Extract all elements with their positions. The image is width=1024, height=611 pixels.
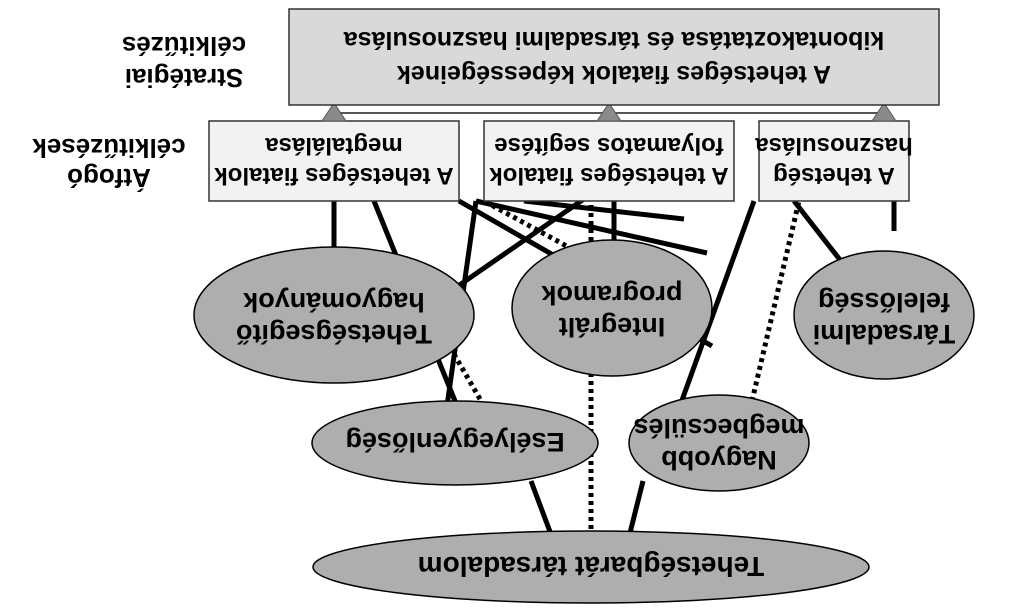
program-label: felelősség	[818, 287, 950, 317]
solid-connector	[792, 199, 846, 267]
dotted-connector	[749, 200, 802, 402]
cross-goal-hasznosulas: A tehetség hasznosulása	[755, 120, 913, 202]
side-label-cross: Átfogó célkitűzések	[32, 133, 186, 193]
middle-goal-eselyegyenloseg: Esélyegyenlőség	[311, 400, 599, 486]
cross-goal-label: megtalálása	[265, 132, 403, 159]
cross-goal-label: A tehetséges fiatalok	[214, 162, 454, 189]
cross-goal-label: A tehetséges fiatalok	[489, 162, 729, 189]
rotated-diagram: Tehetségbarát társadalom Nagyobb megbecs…	[32, 8, 975, 604]
side-label-strategic: Stratégiai célkitűzés	[122, 31, 246, 93]
arrow-triangle	[321, 102, 347, 122]
cross-goal-box	[483, 120, 735, 202]
program-tehetsegsegito: Tehetségsegítő hagyományok	[193, 246, 475, 384]
middle-goal-ellipse	[628, 394, 810, 492]
side-label-cross-line2: célkitűzések	[32, 133, 186, 163]
cross-goal-box	[208, 120, 460, 202]
top-goal-label: Tehetségbarát társadalom	[418, 551, 765, 582]
cross-goal-label: folyamatos segítése	[494, 132, 723, 159]
cross-goal-box	[758, 120, 910, 202]
cross-goal-label: hasznosulása	[755, 132, 913, 159]
middle-goal-nagyobb: Nagyobb megbecsülés	[628, 394, 810, 492]
program-integralt: Integrált programok	[511, 239, 713, 377]
program-label: programok	[541, 280, 683, 310]
solid-connector	[475, 198, 708, 256]
strategic-goal-label: A tehetséges fiatalok képességeinek	[397, 60, 831, 88]
solid-connector	[678, 200, 757, 404]
program-label: Integrált	[559, 312, 666, 342]
middle-goal-label: Nagyobb	[661, 445, 777, 475]
middle-goal-label: megbecsülés	[633, 413, 804, 443]
top-goal: Tehetségbarát társadalom	[312, 530, 870, 604]
strategic-goal-label: kibontakoztatása és társadalmi hasznosul…	[343, 26, 885, 54]
strategic-goal-box	[288, 8, 940, 106]
program-ellipse	[793, 250, 975, 380]
cross-goal-label: A tehetség	[773, 162, 895, 189]
program-label: Társadalmi	[813, 319, 956, 349]
side-label-strategic-line2: célkitűzés	[122, 31, 246, 61]
program-tarsadalmi: Társadalmi felelősség	[793, 250, 975, 380]
cross-goal-megtalalas: A tehetséges fiatalok megtalálása	[208, 120, 460, 202]
side-label-cross-line1: Átfogó	[67, 163, 151, 193]
side-label-strategic-line1: Stratégiai	[125, 63, 244, 93]
middle-goal-ellipse	[311, 400, 599, 486]
strategic-goal: A tehetséges fiatalok képességeinek kibo…	[288, 8, 940, 106]
arrow-triangle	[596, 102, 622, 122]
strategic-connector	[321, 102, 897, 122]
program-ellipse	[511, 239, 713, 377]
middle-goal-label: Esélyegyenlőség	[345, 427, 564, 457]
program-label: hagyományok	[242, 287, 425, 317]
cross-goal-segites: A tehetséges fiatalok folyamatos segítés…	[483, 120, 735, 202]
solid-connector	[523, 198, 685, 222]
program-ellipse	[193, 246, 475, 384]
program-label: Tehetségsegítő	[236, 319, 432, 349]
top-goal-ellipse	[312, 530, 870, 604]
dotted-connector	[482, 198, 596, 264]
arrow-triangle	[871, 102, 897, 122]
